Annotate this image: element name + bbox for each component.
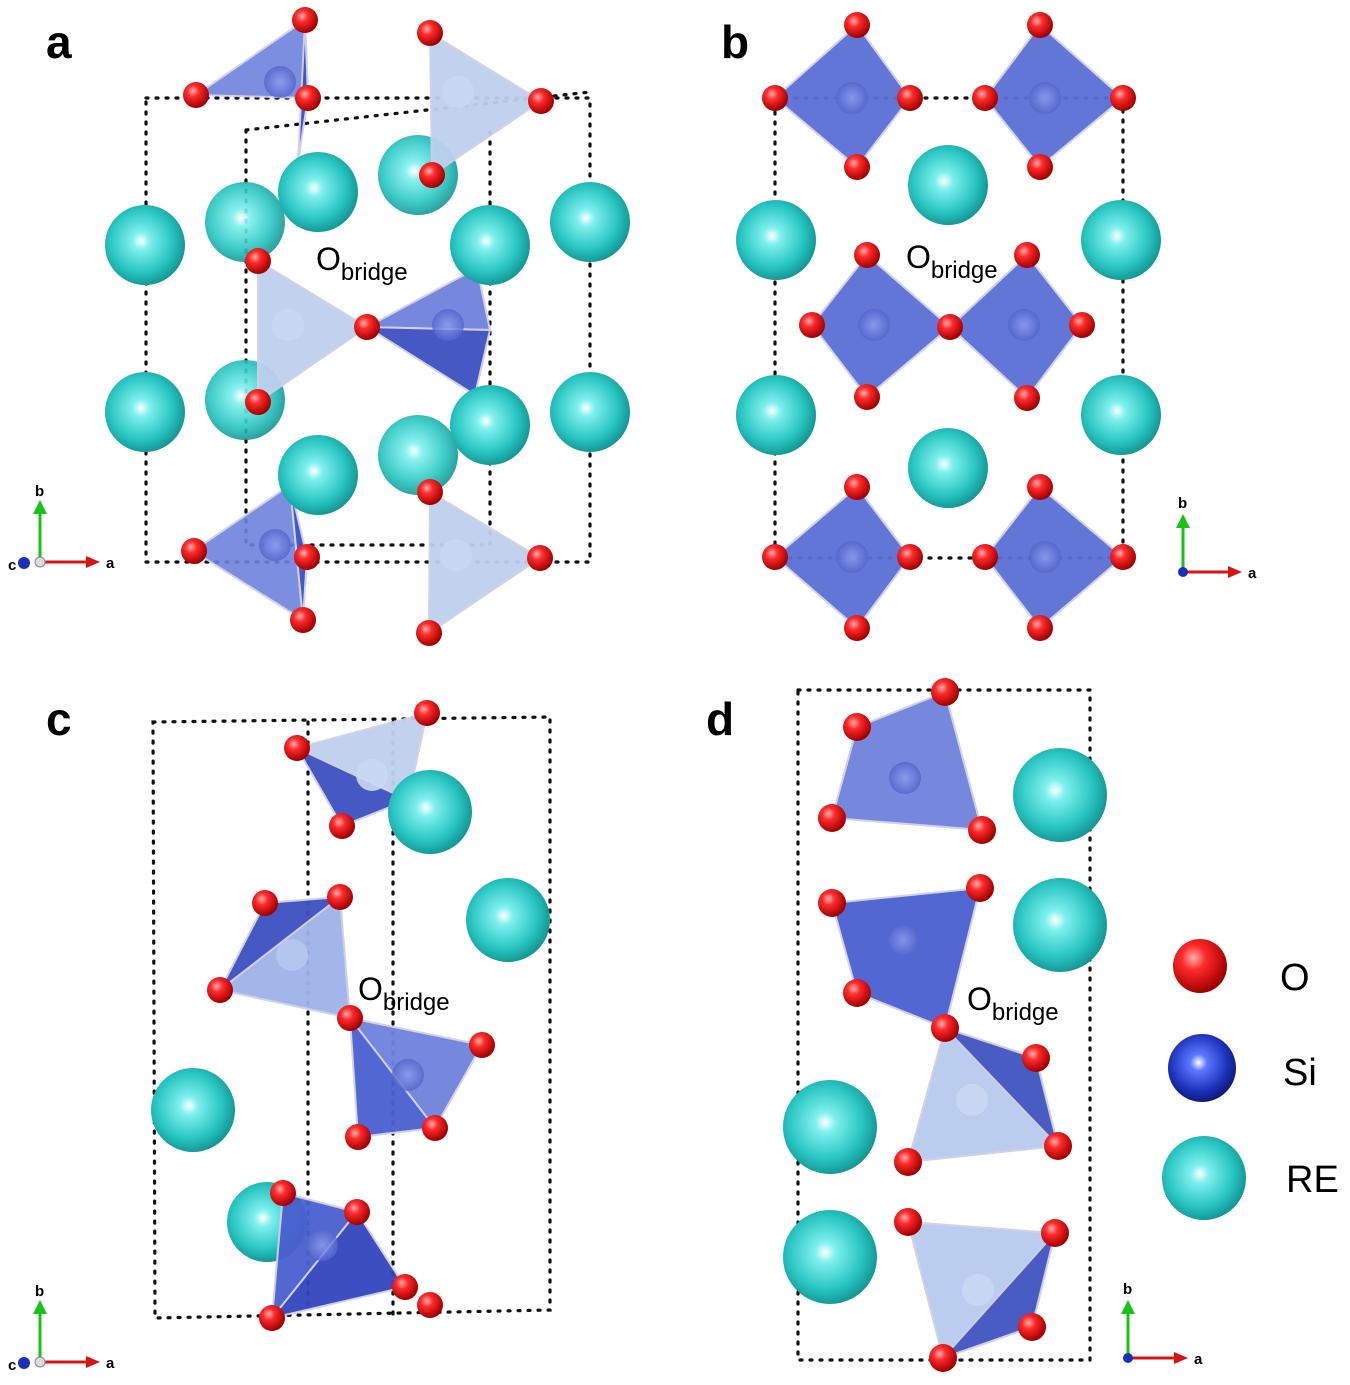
re-atom: [151, 1068, 235, 1152]
si-tetrahedron: [294, 711, 429, 828]
oxygen-atoms-c: [207, 700, 495, 1331]
re-atom: [550, 182, 630, 262]
oxygen-swatch: [1173, 939, 1227, 993]
axis-a-label: a: [1194, 1351, 1203, 1368]
re-atom: [205, 182, 285, 262]
legend: O Si RE: [1162, 939, 1339, 1220]
oxygen-atoms-d: [818, 678, 1072, 1372]
unit-cell-b: [773, 96, 1125, 560]
re-atom: [105, 372, 185, 452]
axis-triad-a: b a c: [8, 483, 115, 574]
axis-a-label: a: [1248, 565, 1257, 582]
re-atom: [450, 205, 530, 285]
re-atom: [105, 205, 185, 285]
panel-a: a: [8, 7, 630, 646]
si-tetrahedron: [948, 253, 1084, 400]
re-atom: [1081, 200, 1161, 280]
axis-b-label: b: [1178, 495, 1187, 512]
si-tetrahedron: [217, 895, 352, 1020]
rare-earth-swatch: [1162, 1136, 1246, 1220]
re-atom: [783, 1210, 877, 1304]
axis-a-label: a: [106, 555, 115, 572]
si-tetrahedron: [428, 31, 543, 177]
panel-c: c: [8, 693, 552, 1374]
axis-a-label: a: [106, 1355, 115, 1372]
unit-cell-c: [151, 715, 552, 1320]
re-atom: [1013, 748, 1107, 842]
oxygen-atoms-b: [762, 12, 1136, 641]
si-tetrahedron: [427, 490, 542, 635]
re-atom: [550, 372, 630, 452]
re-atom: [736, 375, 816, 455]
axis-b-label: b: [35, 483, 44, 500]
re-atom: [278, 152, 358, 232]
si-tetrahedron: [983, 485, 1125, 630]
legend-label-silicon: Si: [1283, 1052, 1317, 1094]
legend-item-oxygen: O: [1173, 939, 1310, 999]
bridging-oxygen: [354, 314, 380, 340]
axis-b-label: b: [35, 1283, 44, 1300]
panel-label-c: c: [46, 693, 72, 745]
silicon-swatch: [1168, 1034, 1236, 1102]
bridge-label-a: Obridge: [316, 241, 408, 286]
si-tetrahedron: [810, 253, 952, 399]
si-tetrahedron: [191, 483, 309, 622]
panel-b: b: [721, 12, 1257, 641]
legend-item-rare-earth: RE: [1162, 1136, 1339, 1220]
si-tetrahedron: [192, 18, 310, 163]
bridge-label-b: Obridge: [906, 239, 998, 284]
panel-label-a: a: [46, 16, 72, 68]
unit-cell-d: [796, 688, 1092, 1362]
si-tetrahedron: [830, 690, 984, 832]
bridge-label-d: Obridge: [967, 981, 1059, 1026]
re-atom: [450, 385, 530, 465]
axis-b-label: b: [1123, 1281, 1132, 1298]
oxygen-atoms-a: [181, 7, 554, 646]
axis-triad-c: b a c: [8, 1283, 115, 1374]
bridging-oxygen: [931, 1014, 959, 1042]
re-atom: [908, 145, 988, 225]
re-atom: [378, 415, 458, 495]
axis-c-label: c: [8, 1357, 16, 1374]
legend-label-oxygen: O: [1280, 957, 1310, 999]
si-tetrahedron: [257, 259, 369, 404]
si-tetrahedron: [363, 266, 492, 397]
panel-label-d: d: [706, 693, 734, 745]
bridging-oxygen: [937, 314, 963, 340]
re-atom: [466, 878, 550, 962]
si-tetrahedron: [347, 1014, 484, 1139]
si-tetrahedron: [983, 23, 1125, 169]
re-atom: [278, 435, 358, 515]
re-atom: [388, 770, 472, 854]
re-atom: [1013, 878, 1107, 972]
bridge-label-c: Obridge: [358, 971, 450, 1016]
unit-cell-a: [144, 96, 592, 564]
bridging-oxygen: [337, 1005, 363, 1031]
si-tetrahedron: [830, 886, 982, 1030]
panel-label-b: b: [721, 16, 749, 68]
si-tetrahedron: [773, 23, 912, 169]
axis-triad-b: b a: [1176, 495, 1257, 582]
legend-label-rare-earth: RE: [1286, 1159, 1339, 1201]
re-atom: [736, 200, 816, 280]
legend-item-silicon: Si: [1168, 1034, 1317, 1102]
panel-d: d: [706, 678, 1203, 1372]
axis-c-label: c: [8, 557, 16, 574]
si-tetrahedron: [773, 485, 912, 630]
si-tetrahedron: [269, 1191, 407, 1322]
re-atom: [1081, 375, 1161, 455]
re-atom: [908, 428, 988, 508]
axis-triad-d: b a: [1121, 1281, 1203, 1368]
re-atom: [783, 1080, 877, 1174]
